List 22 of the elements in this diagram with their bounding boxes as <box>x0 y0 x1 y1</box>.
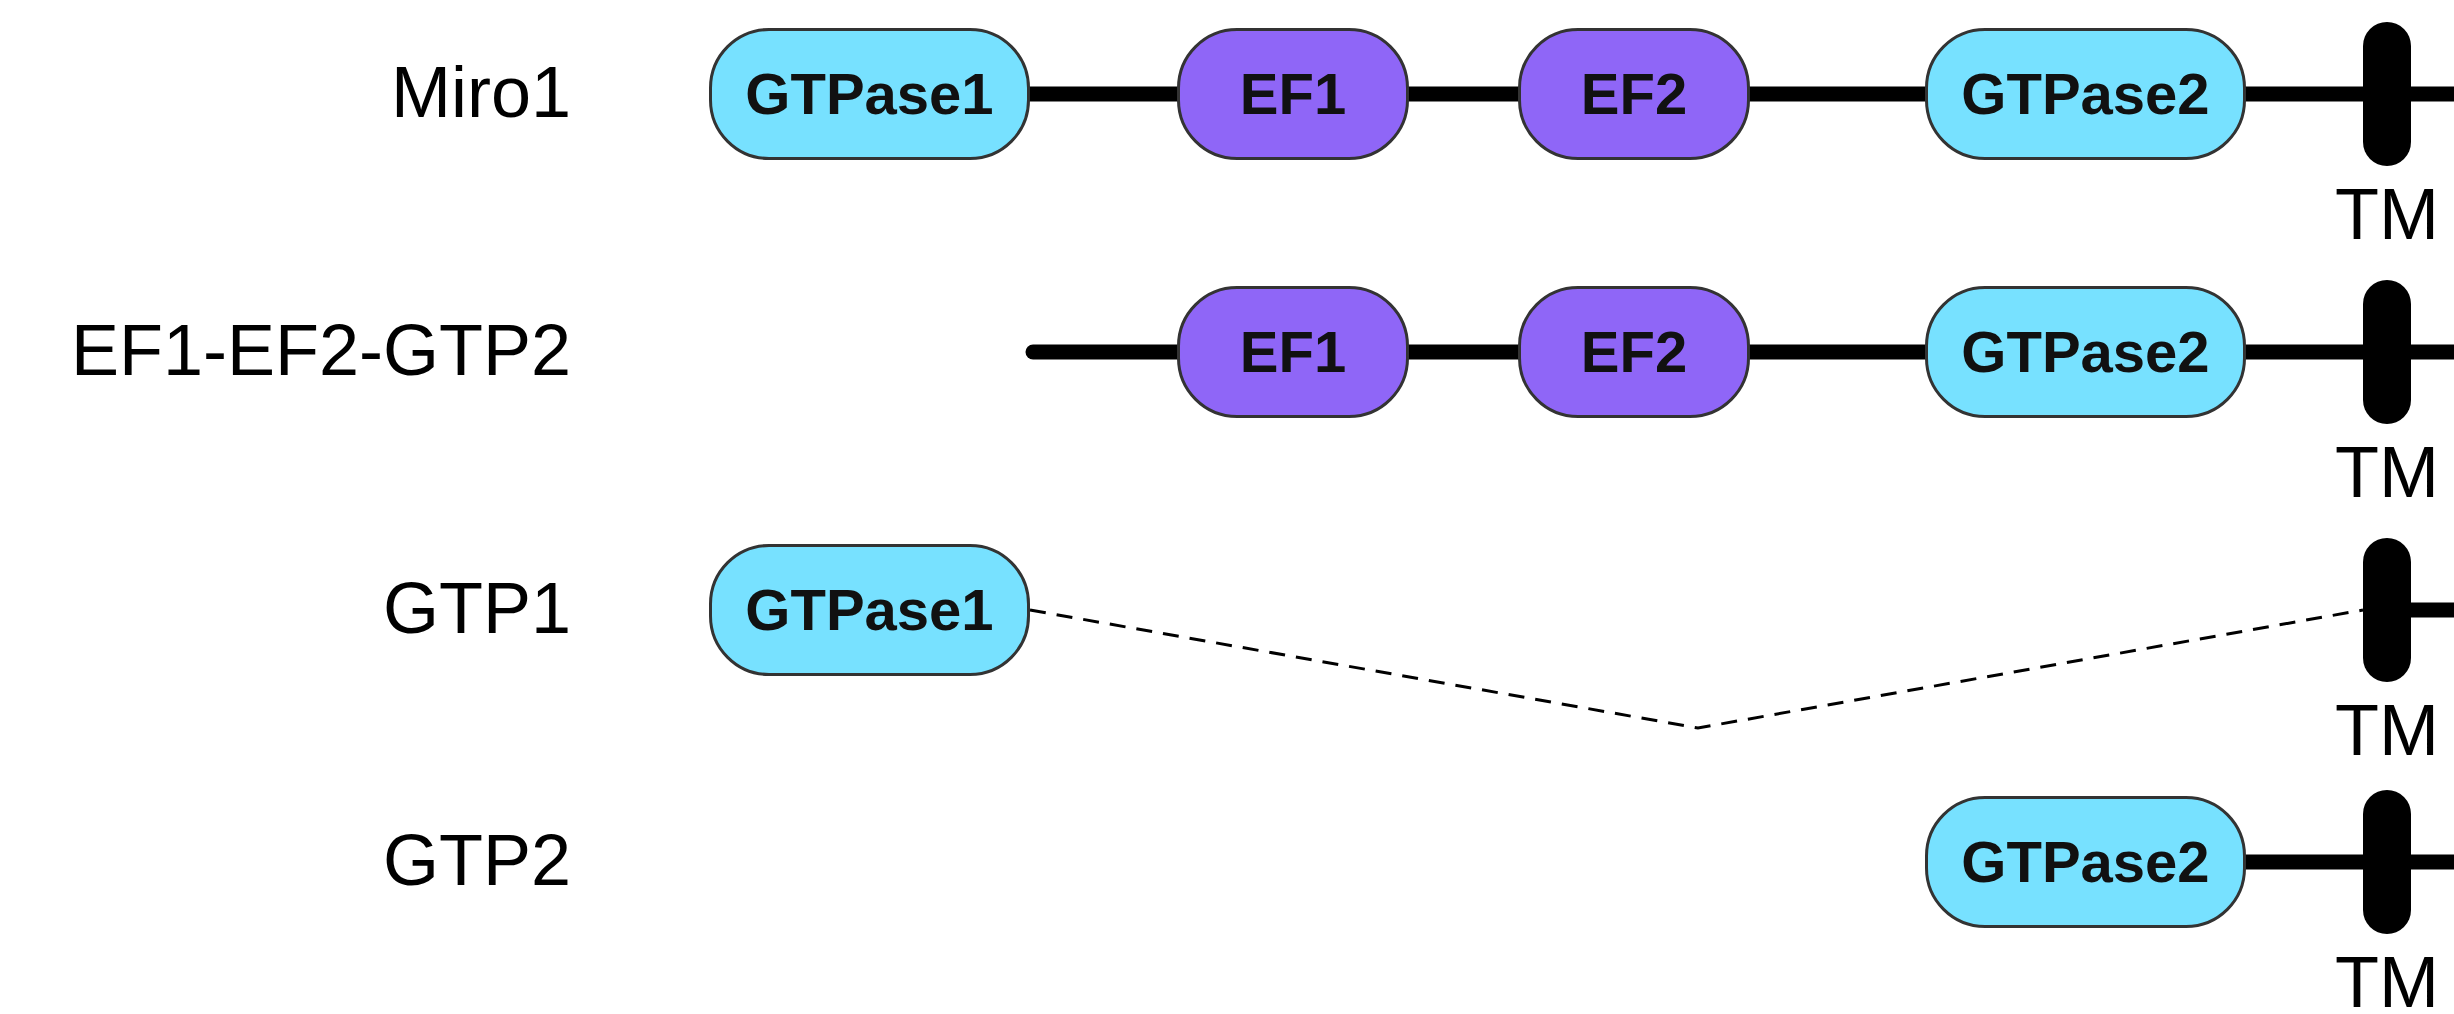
row-label: Miro1 <box>390 56 571 128</box>
domain-name: GTPase2 <box>1961 323 2210 381</box>
transmembrane-bar <box>2363 538 2411 682</box>
row-label: GTP1 <box>382 572 571 644</box>
transmembrane-bar <box>2363 280 2411 424</box>
row-label: EF1-EF2-GTP2 <box>70 314 571 386</box>
domain-name: GTPase2 <box>1961 65 2210 123</box>
transmembrane-bar <box>2363 790 2411 934</box>
tm-label: TM <box>2335 178 2439 250</box>
tm-label: TM <box>2335 694 2439 766</box>
transmembrane-bar <box>2363 22 2411 166</box>
domain-name: GTPase1 <box>745 65 994 123</box>
domain-name: EF2 <box>1580 323 1688 381</box>
domain-name: EF1 <box>1239 323 1347 381</box>
domain-name: GTPase2 <box>1961 833 2210 891</box>
tm-label: TM <box>2335 436 2439 508</box>
domain-name: EF1 <box>1239 65 1347 123</box>
row-label: GTP2 <box>382 824 571 896</box>
domain-name: GTPase1 <box>745 581 994 639</box>
tm-label: TM <box>2335 946 2439 1014</box>
dashed-line <box>1029 608 2364 730</box>
domain-name: EF2 <box>1580 65 1688 123</box>
